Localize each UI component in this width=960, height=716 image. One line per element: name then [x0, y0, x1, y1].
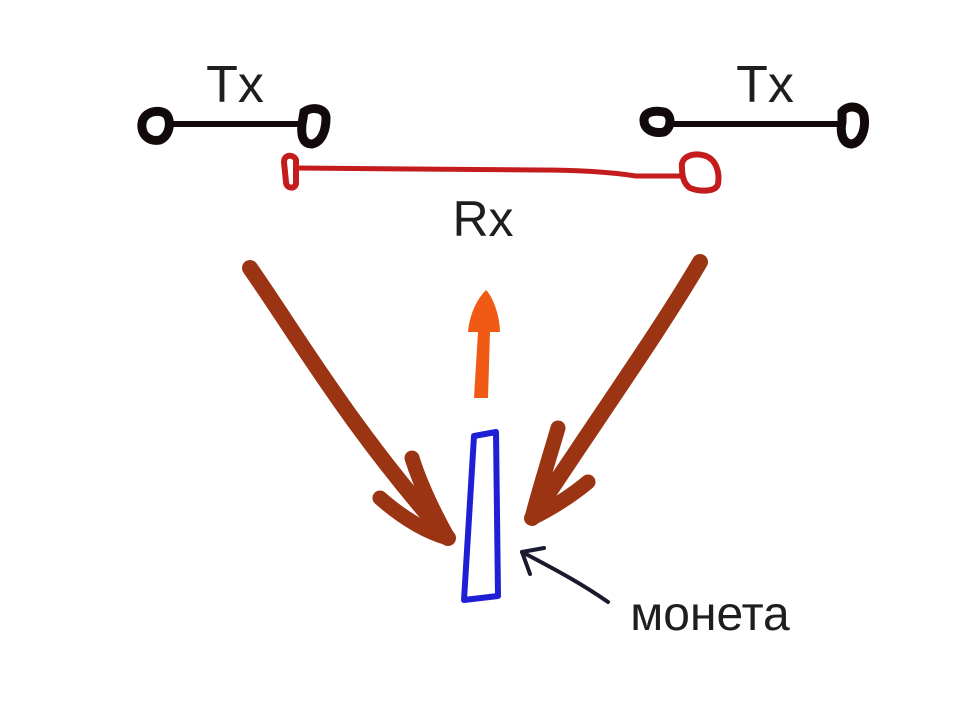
response-field-arrow	[468, 290, 500, 398]
coin-label: монета	[630, 588, 790, 641]
tx-coil-left-icon	[137, 104, 331, 149]
tx-left-label: Tx	[206, 56, 264, 114]
incoming-field-arrow-left	[242, 260, 456, 546]
tx-coil-right-icon	[639, 102, 869, 149]
coin-pointer-arrow	[520, 546, 610, 604]
tx-right-label: Tx	[736, 56, 794, 114]
rx-label: Rx	[452, 191, 513, 247]
incoming-field-arrow-right	[524, 254, 708, 526]
coin-icon	[461, 429, 501, 603]
rx-coil-icon	[280, 151, 722, 194]
